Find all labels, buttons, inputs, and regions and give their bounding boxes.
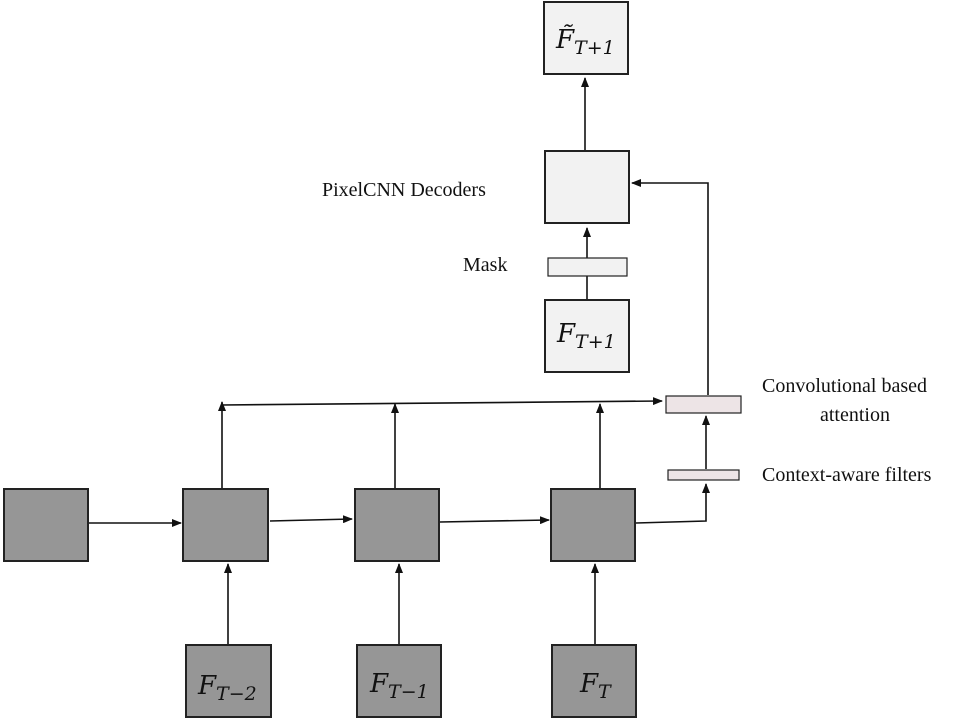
hidden-state-3 [550,488,636,562]
conv-attention-bar [665,395,742,414]
context-filters-label: Context-aware filters [762,464,932,486]
input-label-t: FT [579,669,612,703]
context-filters-bar [667,469,740,481]
pixelcnn-decoder-box [544,150,630,224]
arrow-h2-to-h3 [439,516,550,525]
output-label: F̃T+1 [555,24,615,59]
arrow-attention-to-decoder [631,179,709,395]
attention-section [665,395,742,481]
arrow-h3-to-filters [635,483,710,524]
target-label: FT+1 [556,319,616,353]
mask-label: Mask [463,254,507,276]
input-box-t-minus-1 [356,644,442,718]
hidden-state-2 [354,488,440,562]
conv-attention-label-line1: Convolutional based [762,375,927,397]
hidden-states [3,488,636,562]
pixelcnn-decoders-label: PixelCNN Decoders [322,179,486,201]
decoder-section: F̃T+1 FT+1 [543,1,630,373]
mask-bar [547,257,628,277]
target-box [544,299,630,373]
text-labels: PixelCNN Decoders Mask Convolutional bas… [322,179,932,486]
arrow-h1-to-h2 [269,515,353,524]
input-label-t-minus-1: FT−1 [369,669,429,703]
input-box-t-minus-2 [185,644,272,718]
hidden-state-1 [182,488,269,562]
input-frames: FT−2 FT−1 FT [185,644,637,718]
input-box-t [551,644,637,718]
hidden-state-0 [3,488,89,562]
conv-attention-label-line2: attention [820,404,890,426]
output-box [543,1,629,75]
input-label-t-minus-2: FT−2 [197,671,257,705]
arrow-top-to-attention [221,397,663,406]
